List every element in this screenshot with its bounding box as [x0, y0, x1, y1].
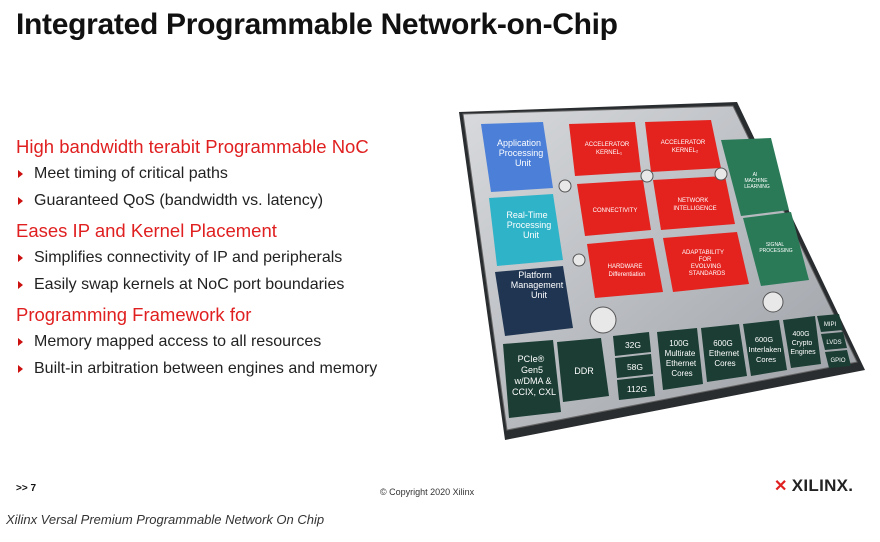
section-ip-placement: Eases IP and Kernel Placement Simplifies…	[16, 220, 436, 294]
g112-label: 112G	[627, 384, 647, 394]
mipi-label: MIPI	[824, 322, 837, 328]
bullet-item: Meet timing of critical paths	[16, 165, 436, 183]
logo-text: XILINX.	[791, 476, 854, 495]
bullet-text: Simplifies connectivity of IP and periph…	[34, 249, 343, 266]
accel2-block	[645, 120, 721, 172]
gpio-block	[825, 350, 851, 368]
ai-block	[721, 138, 789, 216]
bullet-list: High bandwidth terabit Programmable NoC …	[16, 136, 436, 387]
eth100-block	[657, 328, 703, 390]
g58-label: 58G	[627, 362, 643, 372]
bullet-text: Guaranteed QoS (bandwidth vs. latency)	[34, 192, 324, 209]
connectivity-label: CONNECTIVITY	[593, 208, 638, 214]
eth600-block	[701, 324, 747, 382]
section-heading: Eases IP and Kernel Placement	[16, 220, 277, 241]
bullet-arrow-icon	[18, 281, 23, 289]
bullet-item: Simplifies connectivity of IP and periph…	[16, 249, 436, 267]
section-heading: Programming Framework for	[16, 304, 252, 325]
section-heading: High bandwidth terabit Programmable NoC	[16, 136, 369, 157]
page-number: >> 7	[16, 483, 37, 494]
rtpu-block	[489, 194, 563, 266]
bullet-arrow-icon	[18, 338, 23, 346]
xilinx-mark-icon: ✕	[774, 478, 788, 495]
ilk600-block	[743, 320, 787, 376]
g32-label: 32G	[625, 340, 641, 350]
section-noc: High bandwidth terabit Programmable NoC …	[16, 136, 436, 210]
image-caption: Xilinx Versal Premium Programmable Netwo…	[6, 512, 325, 527]
ddr-block	[557, 338, 609, 402]
pcie-block	[503, 340, 561, 418]
apu-block	[481, 122, 553, 192]
g112-block	[617, 376, 655, 400]
noc-switch-icon	[640, 169, 654, 183]
noc-switch-icon	[714, 167, 728, 181]
bullet-text: Built-in arbitration between engines and…	[34, 360, 378, 377]
connectivity-block	[577, 180, 651, 236]
noc-switch-icon	[589, 306, 617, 334]
gpio-label: GPIO	[830, 358, 845, 364]
pmu-block	[495, 266, 573, 336]
bullet-item: Memory mapped access to all resources	[16, 333, 436, 351]
accel1-block	[569, 122, 641, 176]
network-block	[653, 176, 735, 230]
adaptability-block	[663, 232, 749, 292]
section-framework: Programming Framework for Memory mapped …	[16, 304, 436, 378]
g32-block	[613, 332, 651, 356]
bullet-text: Meet timing of critical paths	[34, 165, 228, 182]
bullet-text: Memory mapped access to all resources	[34, 333, 322, 350]
noc-switch-icon	[572, 253, 586, 267]
crypto-block	[783, 316, 821, 368]
g58-block	[615, 354, 653, 378]
bullet-arrow-icon	[18, 254, 23, 262]
ddr-label: DDR	[574, 366, 594, 376]
lvds-block	[821, 332, 847, 350]
hardware-block	[587, 238, 663, 298]
bullet-arrow-icon	[18, 365, 23, 373]
bullet-arrow-icon	[18, 197, 23, 205]
signal-block	[743, 212, 809, 286]
mipi-block	[817, 314, 843, 332]
slide-title: Integrated Programmable Network-on-Chip	[16, 8, 618, 41]
noc-switch-icon	[558, 179, 572, 193]
xilinx-logo: ✕XILINX.	[774, 476, 853, 496]
bullet-item: Easily swap kernels at NoC port boundari…	[16, 276, 436, 294]
copyright-text: © Copyright 2020 Xilinx	[380, 487, 475, 497]
lvds-label: LVDS	[826, 340, 841, 346]
bullet-item: Guaranteed QoS (bandwidth vs. latency)	[16, 192, 436, 210]
noc-switch-icon	[762, 291, 784, 313]
bullet-text: Easily swap kernels at NoC port boundari…	[34, 276, 345, 293]
bullet-arrow-icon	[18, 170, 23, 178]
bullet-item: Built-in arbitration between engines and…	[16, 360, 436, 378]
